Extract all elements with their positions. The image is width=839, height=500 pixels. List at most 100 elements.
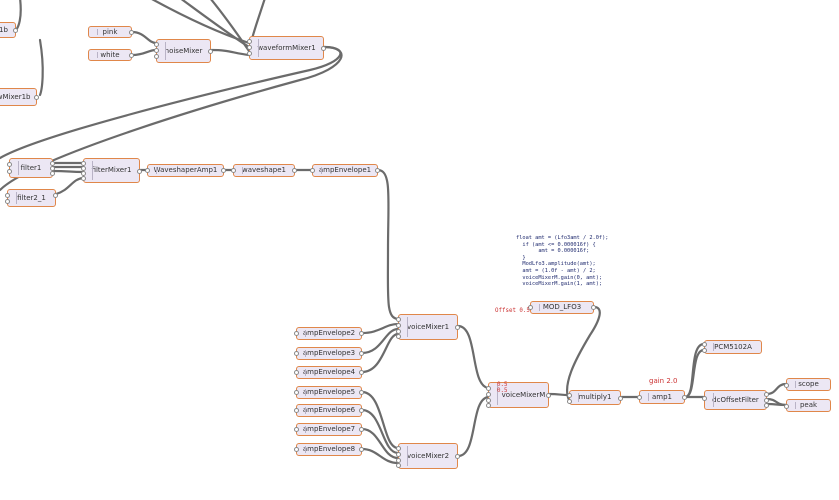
output-port[interactable] [13, 28, 18, 33]
node-filter1[interactable]: filter1 [7, 158, 55, 178]
input-port[interactable] [528, 305, 533, 310]
input-port[interactable] [396, 334, 401, 339]
input-port[interactable] [81, 166, 86, 171]
node-waveformMixer1[interactable]: waveformMixer1 [247, 36, 326, 60]
output-port[interactable] [359, 447, 364, 452]
wire[interactable] [209, 48, 251, 57]
input-port[interactable] [486, 386, 491, 391]
node-ampEnvelope6[interactable]: ampEnvelope6 [294, 404, 364, 417]
input-port[interactable] [154, 42, 159, 47]
input-port[interactable] [247, 51, 252, 56]
input-port[interactable] [702, 348, 707, 353]
input-port[interactable] [567, 399, 572, 404]
input-port[interactable] [486, 392, 491, 397]
output-port[interactable] [764, 392, 769, 397]
wire[interactable] [130, 30, 158, 45]
output-port[interactable] [359, 351, 364, 356]
input-port[interactable] [486, 403, 491, 408]
wire[interactable] [456, 324, 490, 390]
node-ampEnvelope4[interactable]: ampEnvelope4 [294, 366, 364, 379]
input-port[interactable] [294, 351, 299, 356]
wire[interactable] [130, 48, 158, 57]
output-port[interactable] [618, 396, 623, 401]
input-port[interactable] [567, 393, 572, 398]
node-multiply1[interactable]: multiply1 [567, 390, 623, 405]
input-port[interactable] [231, 168, 236, 173]
input-port[interactable] [784, 383, 789, 388]
output-port[interactable] [455, 325, 460, 330]
input-port[interactable] [396, 329, 401, 334]
wire[interactable] [683, 348, 706, 399]
output-port[interactable] [375, 168, 380, 173]
output-port[interactable] [208, 49, 213, 54]
output-port[interactable] [50, 171, 55, 176]
output-port[interactable] [221, 168, 226, 173]
wire[interactable] [360, 332, 400, 374]
node-ampEnvelope1[interactable]: ampEnvelope1 [310, 164, 380, 177]
output-port[interactable] [764, 398, 769, 403]
output-port[interactable] [292, 168, 297, 173]
input-port[interactable] [247, 45, 252, 50]
node-lowMixer1b[interactable]: owMixer1b [0, 88, 39, 106]
wire[interactable] [547, 392, 571, 397]
output-port[interactable] [50, 166, 55, 171]
output-port[interactable] [129, 53, 134, 58]
node-noiseMixer[interactable]: noiseMixer [154, 39, 213, 63]
input-port[interactable] [396, 463, 401, 468]
output-port[interactable] [359, 370, 364, 375]
wire[interactable] [360, 327, 400, 355]
wire[interactable] [360, 408, 400, 455]
input-port[interactable] [81, 176, 86, 181]
wire[interactable] [765, 402, 788, 407]
input-port[interactable] [5, 199, 10, 204]
output-port[interactable] [34, 95, 39, 100]
input-port[interactable] [294, 370, 299, 375]
output-port[interactable] [359, 331, 364, 336]
output-port[interactable] [359, 427, 364, 432]
wire[interactable] [360, 447, 400, 465]
wire[interactable] [360, 322, 400, 335]
node-peak[interactable]: peak [784, 399, 831, 412]
node-voiceMixer1[interactable]: voiceMixer1 [396, 314, 460, 340]
input-port[interactable] [294, 331, 299, 336]
node-pink[interactable]: pink [88, 26, 134, 38]
node-filter2_1[interactable]: filter2_1 [5, 189, 58, 207]
wire[interactable] [765, 382, 788, 396]
node-ampEnvelope2[interactable]: ampEnvelope2 [294, 327, 364, 340]
node-MOD_LFO3[interactable]: MOD_LFO3 [528, 301, 596, 314]
input-port[interactable] [7, 162, 12, 167]
output-port[interactable] [53, 193, 58, 198]
output-port[interactable] [546, 393, 551, 398]
input-port[interactable] [7, 169, 12, 174]
output-port[interactable] [137, 169, 142, 174]
node-ampEnvelope8[interactable]: ampEnvelope8 [294, 443, 364, 456]
input-port[interactable] [396, 317, 401, 322]
wire[interactable] [0, 45, 342, 160]
output-port[interactable] [591, 305, 596, 310]
input-port[interactable] [154, 54, 159, 59]
input-port[interactable] [81, 161, 86, 166]
node-ampEnvelope7[interactable]: ampEnvelope7 [294, 423, 364, 436]
node-white[interactable]: white [88, 49, 134, 61]
input-port[interactable] [396, 452, 401, 457]
output-port[interactable] [359, 390, 364, 395]
node-scope[interactable]: scope [784, 378, 831, 391]
input-port[interactable] [145, 168, 150, 173]
input-port[interactable] [310, 168, 315, 173]
input-port[interactable] [702, 342, 707, 347]
input-port[interactable] [396, 446, 401, 451]
wire[interactable] [54, 176, 85, 196]
input-port[interactable] [81, 171, 86, 176]
node-ampEnvelope3[interactable]: ampEnvelope3 [294, 347, 364, 360]
wire[interactable] [456, 395, 490, 458]
node-ampEnvelope5[interactable]: ampEnvelope5 [294, 386, 364, 399]
input-port[interactable] [294, 390, 299, 395]
input-port[interactable] [486, 398, 491, 403]
input-port[interactable] [294, 447, 299, 452]
output-port[interactable] [129, 30, 134, 35]
node-filterMixer1[interactable]: filterMixer1 [81, 158, 142, 183]
input-port[interactable] [396, 323, 401, 328]
wire[interactable] [376, 168, 400, 321]
node-waveshape1[interactable]: waveshape1 [231, 164, 297, 177]
